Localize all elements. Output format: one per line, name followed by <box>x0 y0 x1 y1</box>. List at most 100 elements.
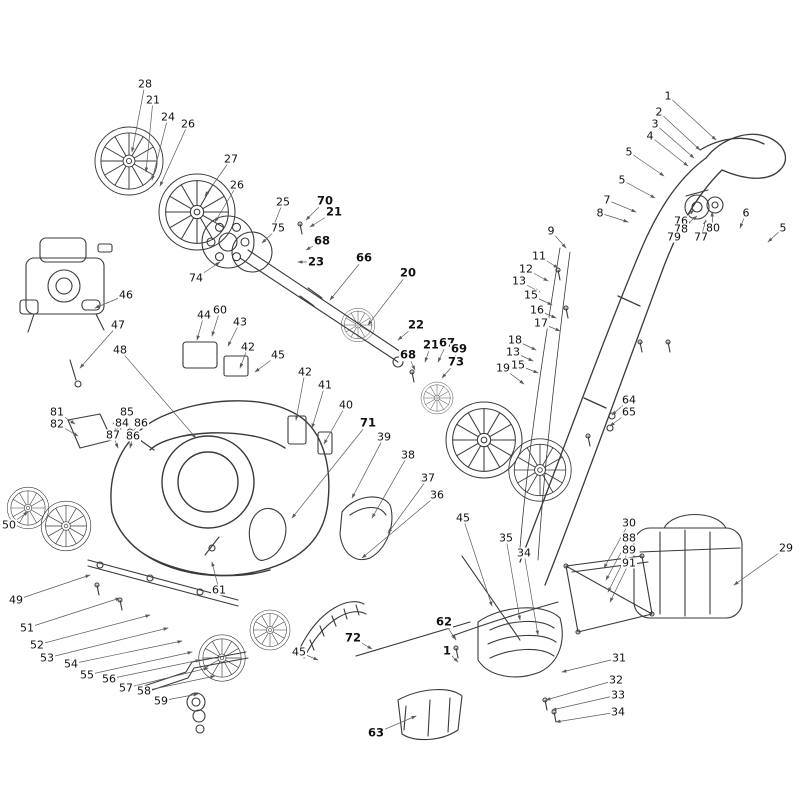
leader-line <box>628 151 665 177</box>
leader-line <box>505 537 521 621</box>
leader-line <box>538 255 559 269</box>
leader-line <box>70 640 183 665</box>
leader-line <box>517 364 539 374</box>
leader-line <box>15 574 91 601</box>
comb-guard <box>299 601 367 659</box>
leader-line <box>79 324 119 369</box>
leader-line <box>112 434 119 449</box>
leader-line <box>204 158 232 197</box>
handle-bar <box>519 133 787 586</box>
leader-line <box>649 135 689 167</box>
leader-line <box>46 627 169 659</box>
rear-wheel-left <box>445 401 523 479</box>
leader-line <box>523 552 539 636</box>
rear-door <box>477 607 563 678</box>
hardware-screws <box>94 221 671 723</box>
leader-line <box>424 344 432 363</box>
leader-line <box>561 657 620 673</box>
leader-line <box>407 354 416 371</box>
leader-lines <box>8 83 787 734</box>
leader-line <box>56 423 79 437</box>
leader-line <box>767 227 784 243</box>
drive-belt <box>248 507 287 561</box>
leader-line <box>667 95 717 141</box>
front-caster-wheel <box>198 634 246 682</box>
leader-line <box>530 294 553 306</box>
leader-line <box>261 227 279 244</box>
handle-pulleys <box>684 189 724 220</box>
front-caster-wheel-2 <box>249 609 291 651</box>
leader-line <box>131 83 146 153</box>
leader-line <box>227 321 241 347</box>
leader-line <box>441 361 457 379</box>
leader-line <box>446 650 459 663</box>
leader-line <box>125 667 209 689</box>
leader-line <box>733 547 787 586</box>
leader-line <box>211 309 221 337</box>
leader-line <box>309 211 335 228</box>
leader-line <box>36 614 151 646</box>
leader-line <box>86 651 193 676</box>
bag-frame <box>563 553 655 635</box>
leader-line <box>607 549 630 593</box>
front-axle-bar <box>87 559 239 607</box>
leader-line <box>609 562 630 603</box>
leader-line <box>305 200 326 221</box>
leader-line <box>26 597 121 629</box>
leader-line <box>151 116 169 181</box>
leader-line <box>311 384 326 429</box>
small-wheel-far-left <box>6 486 50 530</box>
leader-line <box>551 694 619 711</box>
leader-line <box>658 111 701 151</box>
leader-line <box>599 212 629 223</box>
leader-line <box>739 212 747 229</box>
front-wheel-lower <box>158 173 236 251</box>
deflector <box>397 689 463 741</box>
leader-line <box>329 257 365 301</box>
leader-line <box>108 659 201 680</box>
side-discharge-cover <box>339 496 393 560</box>
rear-wheel-right <box>508 438 572 502</box>
drive-disc <box>201 215 255 269</box>
linkage-rods <box>355 555 559 657</box>
leader-line <box>545 679 617 701</box>
leader-line <box>700 219 707 238</box>
leader-line <box>144 99 154 173</box>
disc-backplate <box>231 231 273 273</box>
leader-line <box>367 272 409 326</box>
leader-line <box>298 651 319 661</box>
leader-line <box>387 477 429 534</box>
leader-line <box>536 309 557 319</box>
leader-line <box>254 354 279 373</box>
leader-line <box>525 268 549 282</box>
leader-line <box>56 411 76 425</box>
leader-line <box>606 199 637 213</box>
leader-line <box>462 517 493 607</box>
leader-line <box>437 342 448 363</box>
engine <box>19 237 113 333</box>
leader-line <box>680 209 695 222</box>
leader-line <box>119 349 197 439</box>
blade-assembly <box>137 536 249 734</box>
front-wheel-upper <box>94 126 164 196</box>
leader-line <box>514 339 537 351</box>
leader-line <box>112 411 128 425</box>
leader-line <box>323 404 347 445</box>
leader-line <box>271 201 284 231</box>
leader-line <box>159 123 189 187</box>
leader-line <box>196 314 205 341</box>
leader-line <box>351 436 385 499</box>
leader-line <box>291 422 369 519</box>
leader-line <box>540 322 561 332</box>
leader-line <box>710 211 715 229</box>
skid-cluster <box>67 359 155 451</box>
mower-deck <box>110 400 330 577</box>
leader-line <box>143 675 216 692</box>
leader-line <box>518 280 541 293</box>
leader-line <box>305 240 323 251</box>
drive-pulley <box>340 307 376 343</box>
leader-line <box>512 351 534 362</box>
leader-line <box>621 179 656 199</box>
leader-line <box>654 123 695 159</box>
